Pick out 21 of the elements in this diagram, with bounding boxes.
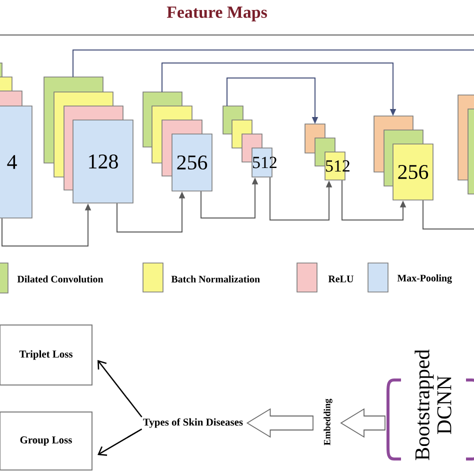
feature-map-stack: 512 [304, 124, 350, 180]
legend-label: Dilated Convolution [17, 275, 104, 283]
feature-map-stack: 4 [0, 62, 32, 218]
feature-map-stack: 512 [222, 106, 276, 178]
feature-map-stack: 256 [374, 116, 434, 200]
legend-label: Max-Pooling [397, 274, 452, 284]
feature-map-stack: 128 [44, 76, 134, 204]
legend-label: Batch Normalization [171, 275, 260, 282]
title: Feature Maps [166, 6, 267, 22]
loss-box: Triplet Loss [0, 324, 92, 386]
arrow [98, 360, 142, 418]
label-text: Types of Skin Diseases [143, 418, 243, 428]
legend-label: ReLU [328, 276, 354, 282]
label-text: Embedding [324, 398, 332, 446]
arrow [98, 428, 142, 456]
feature-map-stack [458, 94, 474, 194]
node-label: 512 [326, 160, 350, 172]
label-text: Bootstrapped DCNN [414, 349, 452, 460]
loss-box: Group Loss [0, 412, 92, 470]
feature-map-stack: 256 [142, 92, 212, 192]
node-label: 4 [7, 155, 17, 169]
